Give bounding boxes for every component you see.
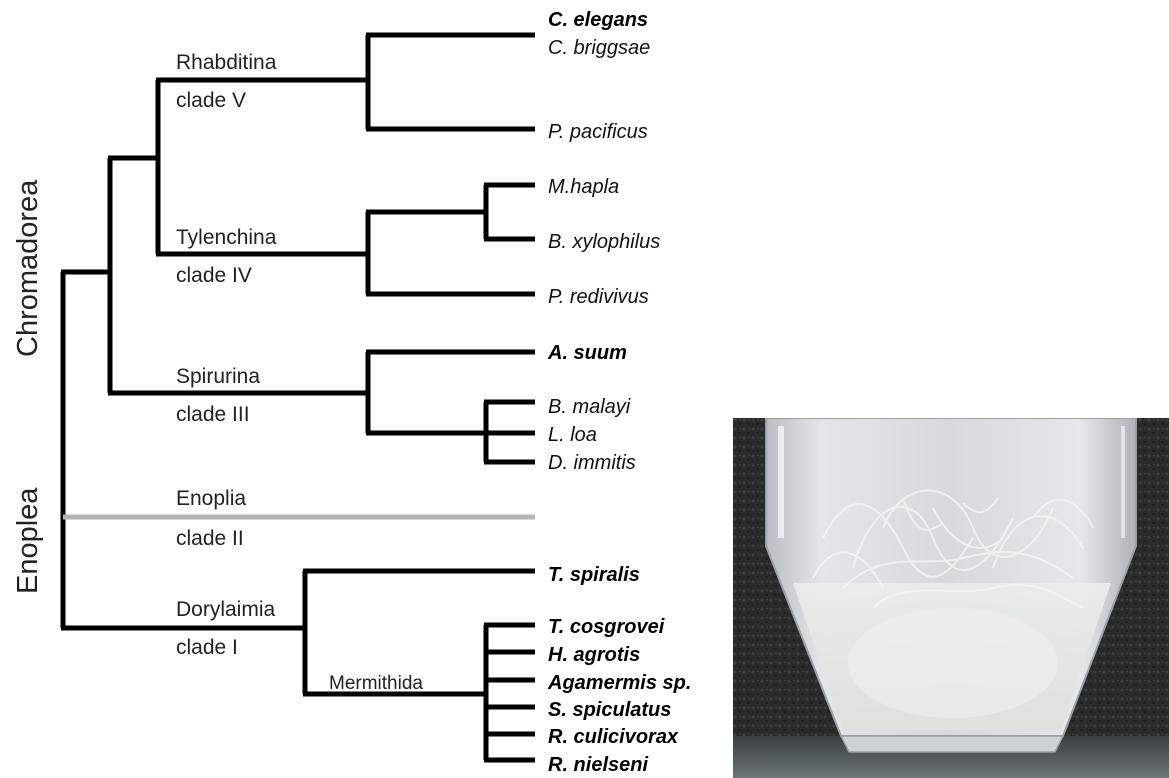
taxon-label-c-elegans: C. elegans xyxy=(548,9,648,31)
clade-label-clade-iv: clade IV xyxy=(176,264,252,287)
taxon-label-d-immitis: D. immitis xyxy=(548,452,636,474)
clade-label-clade-i: clade I xyxy=(176,636,238,659)
taxon-label-a-suum: A. suum xyxy=(547,342,627,364)
clade-label-rhabditina: Rhabditina xyxy=(176,51,277,74)
taxon-label-b-xylophilus: B. xylophilus xyxy=(548,231,660,253)
taxon-label-h-agrotis: H. agrotis xyxy=(548,644,640,666)
tube-tip xyxy=(841,736,1063,752)
taxon-label-agamermis: Agamermis sp. xyxy=(547,672,691,694)
worm-tube-photo xyxy=(733,418,1169,778)
taxon-label-l-loa: L. loa xyxy=(548,424,597,446)
clade-label-enoplia: Enoplia xyxy=(176,487,246,510)
taxon-label-t-spiralis: T. spiralis xyxy=(548,564,640,586)
clade-label-clade-ii: clade II xyxy=(176,527,244,550)
taxon-label-m-hapla: M.hapla xyxy=(548,176,619,198)
taxon-label-c-briggsae: C. briggsae xyxy=(548,37,650,59)
taxon-label-s-spiculatus: S. spiculatus xyxy=(548,699,671,721)
taxon-label-p-redivivus: P. redivivus xyxy=(548,286,649,308)
class-label-chromadorea: Chromadorea xyxy=(12,179,44,357)
clade-label-mermithida: Mermithida xyxy=(329,673,423,694)
phylogenetic-tree: Chromadorea Enoplea Rhabditina clade V T… xyxy=(0,0,733,778)
clade-label-dorylaimia: Dorylaimia xyxy=(176,598,276,621)
clade-label-tylenchina: Tylenchina xyxy=(176,226,277,249)
taxon-label-r-culicivorax: R. culicivorax xyxy=(548,726,679,748)
worm-pellet xyxy=(848,608,1058,718)
taxon-label-r-nielseni: R. nielseni xyxy=(548,754,648,776)
clade-label-spirurina: Spirurina xyxy=(176,365,260,388)
class-label-enoplea: Enoplea xyxy=(12,487,44,594)
taxon-label-b-malayi: B. malayi xyxy=(548,396,631,418)
clade-label-clade-iii: clade III xyxy=(176,403,250,426)
taxon-label-t-cosgrovei: T. cosgrovei xyxy=(548,616,665,638)
clade-label-clade-v: clade V xyxy=(176,89,246,112)
taxon-label-p-pacificus: P. pacificus xyxy=(548,121,648,143)
